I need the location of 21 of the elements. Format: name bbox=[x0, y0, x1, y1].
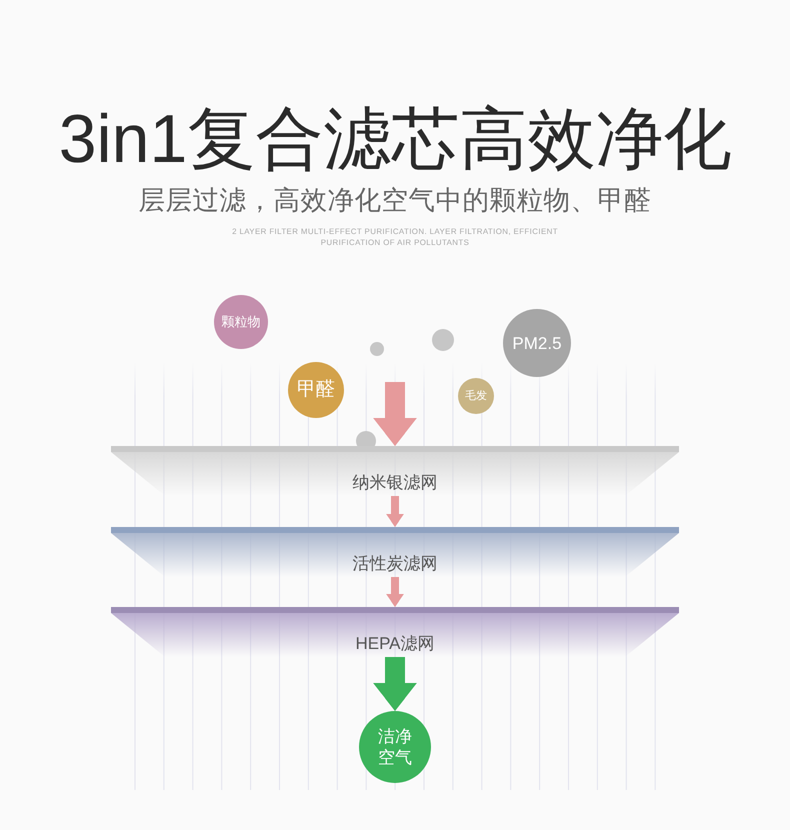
arrow bbox=[386, 577, 404, 607]
filter-name: 纳米银滤网 bbox=[352, 473, 438, 492]
arrow bbox=[386, 496, 404, 527]
particle-circle bbox=[458, 378, 494, 414]
particle-circle bbox=[214, 295, 268, 349]
filter-name: 活性炭滤网 bbox=[352, 554, 438, 573]
result-label: 洁净空气 bbox=[377, 726, 413, 768]
subtitle: 层层过滤，高效净化空气中的颗粒物、甲醛 bbox=[138, 184, 652, 216]
particle-dot bbox=[432, 329, 454, 351]
filter-layer bbox=[111, 527, 679, 577]
particle-dot bbox=[356, 431, 376, 446]
filter-layer bbox=[111, 607, 679, 657]
particle-label: 颗粒物 bbox=[222, 314, 260, 330]
particle-label: PM2.5 bbox=[512, 332, 562, 354]
particle-dot bbox=[370, 342, 384, 356]
particle-label: 毛发 bbox=[465, 389, 487, 403]
particle-label: 甲醛 bbox=[297, 378, 335, 402]
arrow bbox=[373, 657, 417, 711]
arrow bbox=[373, 382, 417, 446]
title: 3in1复合滤芯高效净化 bbox=[58, 102, 732, 176]
filter-name: HEPA滤网 bbox=[355, 634, 435, 653]
